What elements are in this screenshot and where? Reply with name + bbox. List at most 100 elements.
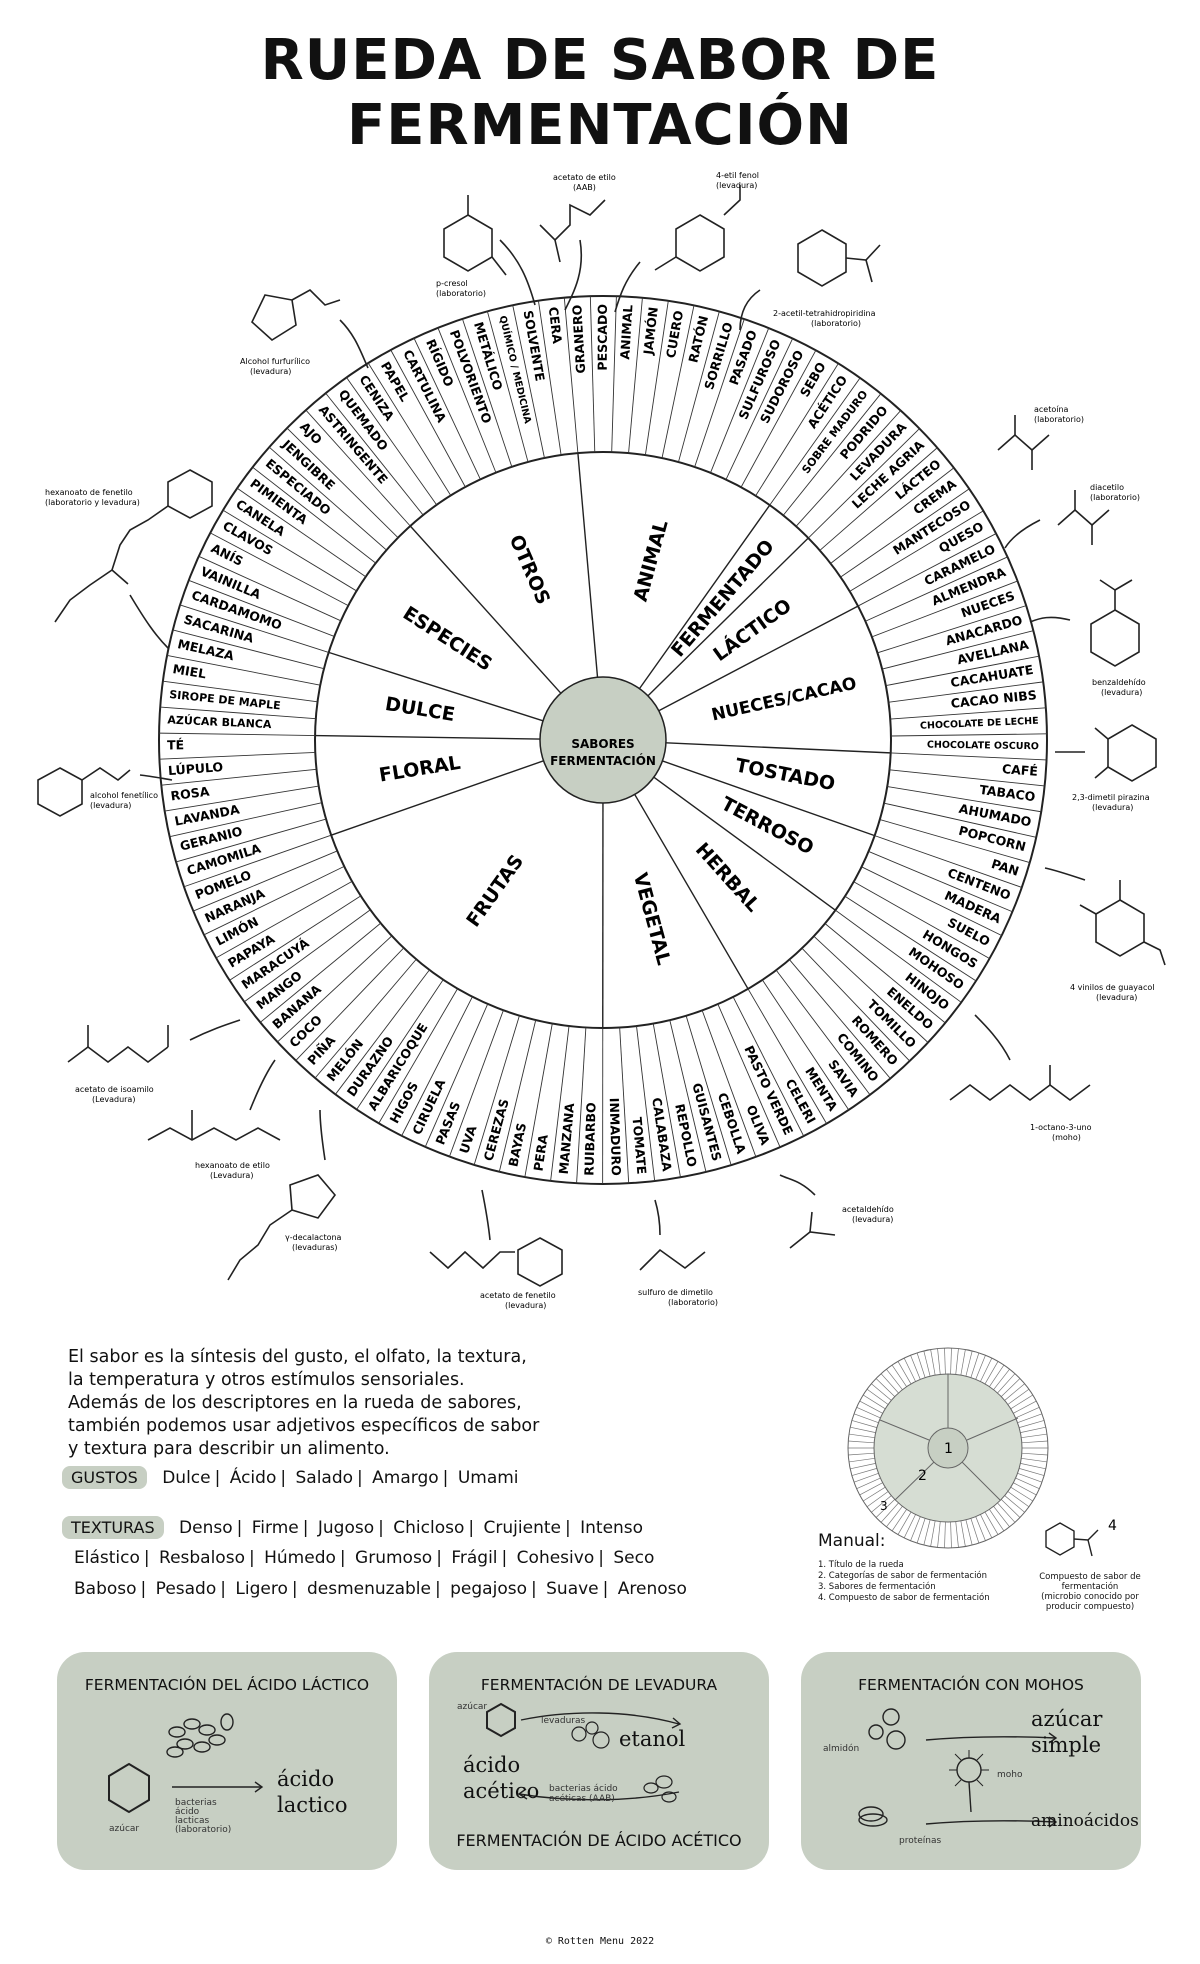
term-divider <box>367 362 452 496</box>
mini-wheel-tick <box>880 1502 899 1523</box>
yeast-label: levaduras <box>541 1716 586 1726</box>
term-divider <box>159 751 316 760</box>
molecule-phenethyl-hexanoate-icon <box>54 469 213 649</box>
lactic-sugar-label: azúcar <box>109 1824 140 1834</box>
flavor-term-label: CAFÉ <box>1001 761 1038 779</box>
term-divider <box>710 327 770 473</box>
mini-wheel-tick <box>856 1407 881 1419</box>
mini-wheel-tick <box>1021 1457 1048 1463</box>
category-label: ANIMAL <box>630 518 673 604</box>
source-phenethyl-hexanoate: (laboratorio y levadura) <box>45 498 140 507</box>
flavor-term-label: PESCADO <box>595 304 610 371</box>
term-divider <box>286 427 399 539</box>
texturas-row-2: Elástico| Resbaloso| Húmedo| Grumoso| Fr… <box>74 1548 655 1568</box>
term-divider <box>188 579 335 637</box>
manual-title: Manual: <box>818 1531 886 1551</box>
term-divider <box>183 834 332 888</box>
mini-wheel-tick <box>997 1502 1016 1523</box>
term-divider <box>160 706 316 720</box>
mini-wheel-tick <box>903 1357 916 1382</box>
label-acetaldehyde: acetaldehído <box>842 1205 894 1214</box>
mini-wheel-tick <box>910 1516 921 1541</box>
term-divider <box>611 296 617 453</box>
category-label: DULCE <box>384 693 457 726</box>
mini-wheel-tick <box>1010 1486 1033 1502</box>
category-divider <box>577 453 599 678</box>
mini-wheel-tick <box>970 1518 980 1544</box>
mini-wheel-tick <box>848 1433 875 1439</box>
term-divider <box>161 768 317 786</box>
source-phenethyl-acetate: (levadura) <box>505 1301 546 1310</box>
flavor-term-label: CACAO NIBS <box>950 687 1037 711</box>
source-dimethylsulfide: (laboratorio) <box>668 1298 718 1307</box>
term-divider <box>889 769 1045 787</box>
intro-line: El sabor es la síntesis del gusto, el ol… <box>68 1347 527 1367</box>
mini-wheel-tick <box>1015 1477 1040 1489</box>
category-divider <box>647 537 809 697</box>
term-divider <box>198 555 341 622</box>
term-divider <box>356 979 444 1110</box>
label-dimethylsulfide: sulfuro de dimetilo <box>638 1288 713 1297</box>
mini-wheel-tick <box>930 1349 936 1376</box>
gusto-item: Amargo <box>372 1468 439 1488</box>
source-decalactone: (levaduras) <box>292 1243 338 1252</box>
term-divider <box>740 350 817 488</box>
term-divider <box>853 881 990 959</box>
term-divider <box>861 866 1002 936</box>
term-divider <box>537 300 562 456</box>
term-divider <box>694 318 745 468</box>
mini-wheel-tick <box>923 1350 931 1377</box>
mini-wheel-tick <box>1013 1400 1037 1414</box>
mini-wheel-tick <box>960 1520 966 1547</box>
mini-wheel-tick <box>997 1373 1016 1394</box>
category-label: FRUTAS <box>462 851 528 931</box>
flavor-term-label: GRANERO <box>569 304 588 374</box>
molecule-dimethylsulfide-icon <box>639 1199 706 1271</box>
lactic-diagram-icon <box>108 1713 264 1814</box>
mini-wheel-tick <box>875 1378 896 1397</box>
label-ethyl-hexanoate: hexanoato de etilo <box>195 1161 270 1170</box>
mini-wheel-tick <box>1004 1495 1025 1513</box>
term-divider <box>755 363 839 497</box>
category-divider <box>662 760 875 837</box>
manual-note: Compuesto de sabor de fermentación (micr… <box>1039 1572 1141 1612</box>
flavor-term-label: JAMÓN <box>640 306 661 356</box>
term-divider <box>652 1023 681 1178</box>
mini-wheel-tick <box>993 1368 1010 1390</box>
term-divider <box>401 996 473 1136</box>
mini-wheel-tick <box>1000 1499 1021 1518</box>
texturas-row-1: TEXTURAS Denso| Firme| Jugoso| Chicloso|… <box>62 1516 643 1539</box>
label-isoamyl-acetate: acetato de isoamilo <box>75 1085 154 1094</box>
mini-wheel-tick <box>1021 1452 1048 1456</box>
term-divider <box>813 935 929 1043</box>
mini-wheel-tick <box>880 1373 899 1394</box>
flavor-term-label: PAN <box>990 856 1021 879</box>
mini-wheel-tick <box>944 1521 946 1548</box>
source-octenone: (moho) <box>1052 1133 1081 1142</box>
mini-wheel-tick <box>916 1518 926 1544</box>
term-divider <box>175 818 327 863</box>
term-divider <box>498 1019 537 1172</box>
term-divider <box>835 909 962 1003</box>
gusto-item: Umami <box>457 1468 519 1488</box>
mini-wheel-tick <box>848 1440 875 1444</box>
term-divider <box>260 922 382 1023</box>
source-ethyl-hexanoate: (Levadura) <box>210 1171 253 1180</box>
term-divider <box>871 580 1018 638</box>
term-divider <box>314 958 417 1079</box>
term-divider <box>162 680 318 703</box>
term-divider <box>882 630 1034 670</box>
term-divider <box>844 895 977 982</box>
gusto-item: Ácido <box>229 1468 277 1488</box>
mini-wheel-tick <box>965 1519 973 1546</box>
mini-wheel-tick <box>850 1463 876 1470</box>
flavor-term-label: CHOCOLATE OSCURO <box>927 740 1039 753</box>
term-divider <box>473 1015 520 1166</box>
wheel-center-line-1: SABORES <box>571 737 634 751</box>
yeast-sugar-label: azúcar <box>457 1702 488 1712</box>
mini-wheel-tick <box>886 1368 903 1390</box>
molecule-4-ethylphenol-icon <box>614 185 741 313</box>
